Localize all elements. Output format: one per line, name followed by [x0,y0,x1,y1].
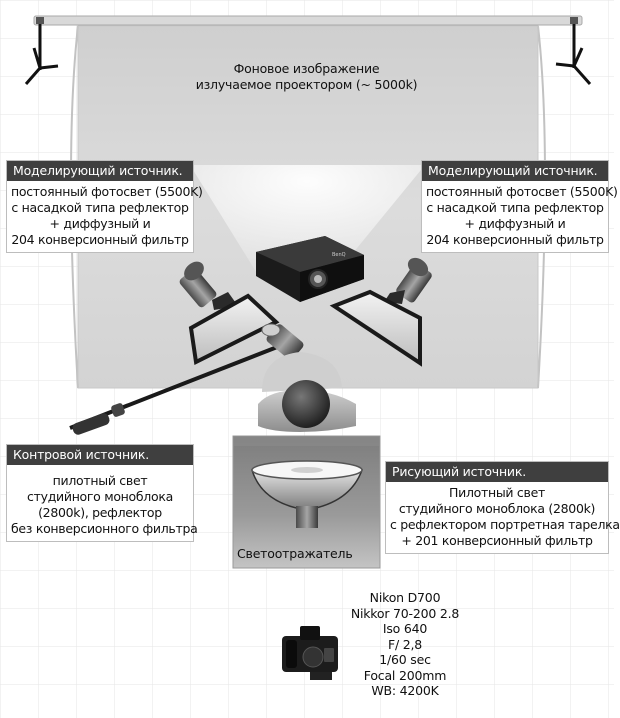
camera-icon [282,626,338,680]
box-line: + диффузный и [49,216,151,231]
studio-light-icon [329,257,432,367]
camera-setting: Nikkor 70-200 2.8 [350,605,460,621]
box-line: + 201 конверсионный фильтр [401,533,593,548]
key-light-box: Рисующий источник. Пилотный свет студийн… [385,461,620,554]
camera-setting: Focal 200mm [363,667,447,683]
background-label: Фоновое изображение излучаемое проекторо… [179,61,434,92]
camera-setting: WB: 4200K [371,683,439,698]
box-line: Пилотный свет [449,485,545,500]
box-line: без конверсионного фильтра [11,521,198,536]
camera-setting: Iso 640 [382,621,428,636]
beauty-dish-icon [251,460,363,528]
background-label-line: Фоновое изображение [233,61,380,76]
box-title: Контровой источник. [7,445,193,465]
reflector-label: Светоотражатель [237,546,353,561]
camera-setting: F/ 2,8 [387,636,423,652]
box-line: с насадкой типа рефлектор [426,200,604,215]
modeling-light-left-box: Моделирующий источник. постоянный фотосв… [6,160,203,253]
box-title: Моделирующий источник. [7,161,193,181]
box-line: с насадкой типа рефлектор [11,200,189,215]
box-line: 204 конверсионный фильтр [11,232,189,247]
projector-icon: BenQ [256,236,364,302]
box-line: 204 конверсионный фильтр [426,232,604,247]
box-line: + диффузный и [464,216,566,231]
camera-setting: 1/60 sec [379,652,431,667]
camera-setting: Nikon D700 [369,590,441,605]
background-label-line: излучаемое проектором (~ 5000k) [195,76,418,92]
box-title: Рисующий источник. [386,462,608,482]
box-line: постоянный фотосвет (5500K) [11,184,203,199]
box-line: с рефлектором портретная тарелка [390,517,620,532]
box-line: (2800k), рефлектор [38,505,162,520]
person-icon [258,352,356,432]
box-line: постоянный фотосвет (5500K) [426,184,618,199]
svg-text:BenQ: BenQ [332,252,346,258]
studio-light-icon [179,261,280,366]
box-line: студийного моноблока (2800k) [398,501,596,516]
light-stand-icon [24,15,592,85]
box-line: пилотный свет [52,473,148,488]
box-title: Моделирующий источник. [422,161,608,181]
box-line: студийного моноблока [27,489,173,504]
rim-light-box: Контровой источник. пилотный свет студий… [6,444,198,542]
modeling-light-right-box: Моделирующий источник. постоянный фотосв… [421,160,618,253]
camera-settings: Nikon D700 Nikkor 70-200 2.8 Iso 640 F/ … [335,590,475,699]
studio-light-icon [69,323,304,435]
